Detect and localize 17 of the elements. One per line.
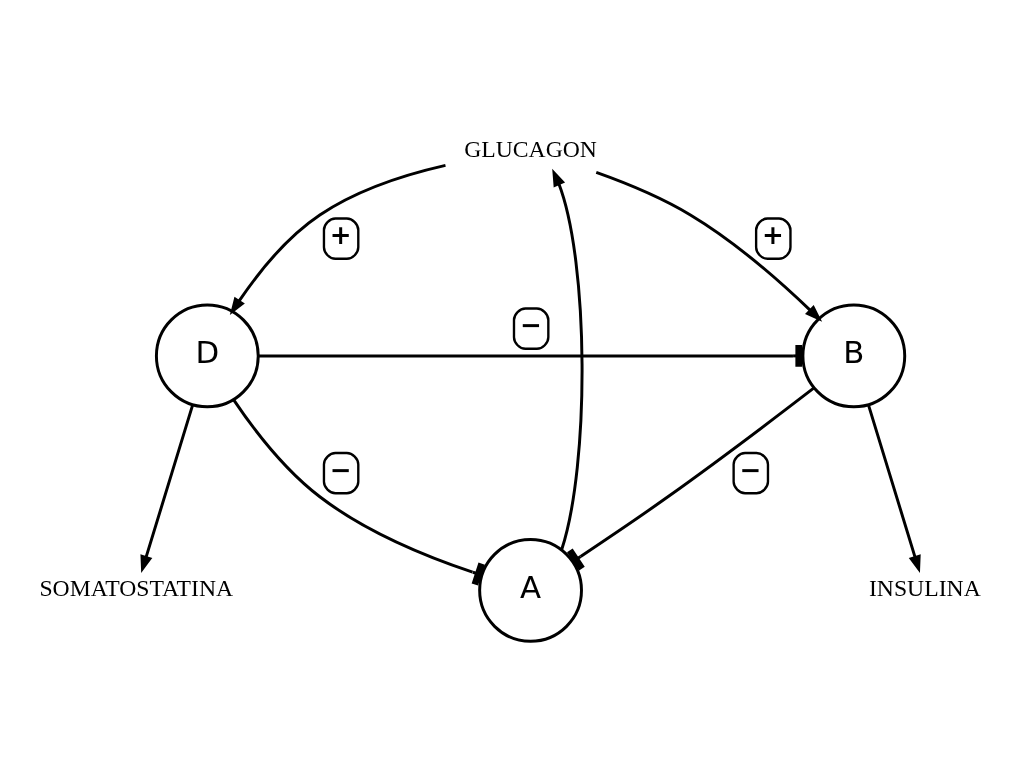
node-text: INSULINA (868, 574, 981, 601)
edge-label: − (739, 454, 761, 485)
edge-label: + (329, 219, 352, 250)
edge-label: + (761, 219, 784, 250)
node-circle: D (154, 303, 260, 408)
arrow (139, 404, 194, 573)
node-text: SOMATOSTATINA (38, 574, 233, 601)
edge-label: − (519, 309, 542, 340)
connector (258, 344, 803, 367)
arrow (595, 170, 822, 322)
edge-label: − (329, 454, 352, 485)
node-text: GLUCAGON (463, 135, 597, 162)
arrow (551, 168, 583, 550)
arrow (229, 163, 446, 315)
arrow (866, 404, 921, 573)
connector (566, 386, 815, 571)
connector (231, 398, 485, 585)
